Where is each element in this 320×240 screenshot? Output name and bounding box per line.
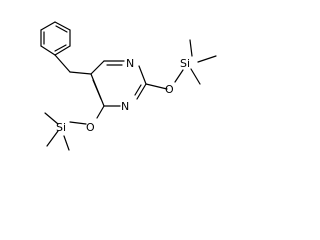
bond — [69, 71, 92, 75]
bond — [190, 68, 201, 85]
bond — [54, 45, 71, 56]
bond — [92, 79, 102, 100]
bond — [63, 135, 70, 151]
bond — [96, 105, 105, 119]
molecule-structure: N N O Si O Si — [40, 21, 217, 151]
bond — [46, 130, 59, 147]
bond — [136, 83, 147, 100]
bond — [197, 55, 217, 63]
phenyl-ring — [40, 21, 71, 56]
bond — [54, 44, 67, 52]
bond — [90, 60, 105, 75]
bond — [145, 83, 168, 90]
atom-si-right-label: Si — [180, 57, 190, 70]
atom-n1-label: N — [126, 57, 134, 70]
bond — [69, 121, 87, 125]
atom-o2-label: O — [165, 83, 174, 96]
bond — [138, 65, 147, 85]
bond — [40, 45, 56, 56]
atom-o4-label: O — [86, 121, 95, 134]
structure-canvas: N N O Si O Si — [40, 21, 217, 151]
bond — [44, 112, 59, 125]
bond — [54, 54, 71, 73]
bond — [134, 84, 142, 96]
bond — [40, 21, 56, 31]
bond — [55, 25, 68, 33]
atom-si-left-label: Si — [56, 121, 66, 134]
atom-n3-label: N — [121, 100, 129, 113]
bond — [54, 21, 71, 31]
bond — [189, 39, 193, 57]
pyrimidine-ring — [90, 60, 147, 107]
bond — [174, 69, 184, 83]
